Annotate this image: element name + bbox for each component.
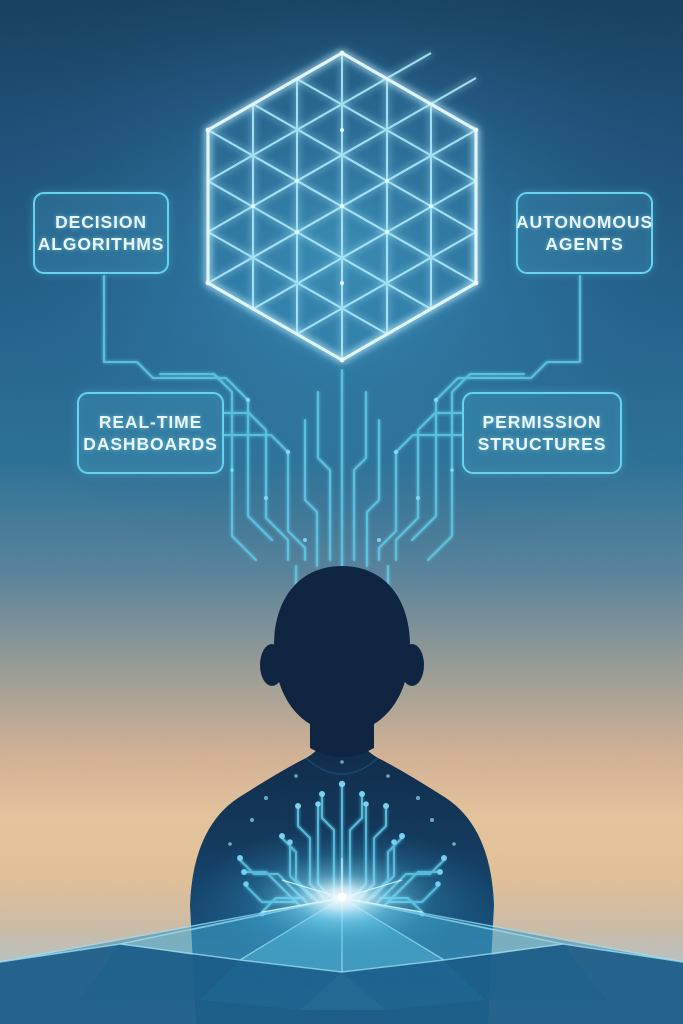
glow-core-point	[337, 892, 347, 902]
head-silhouette	[274, 566, 410, 751]
